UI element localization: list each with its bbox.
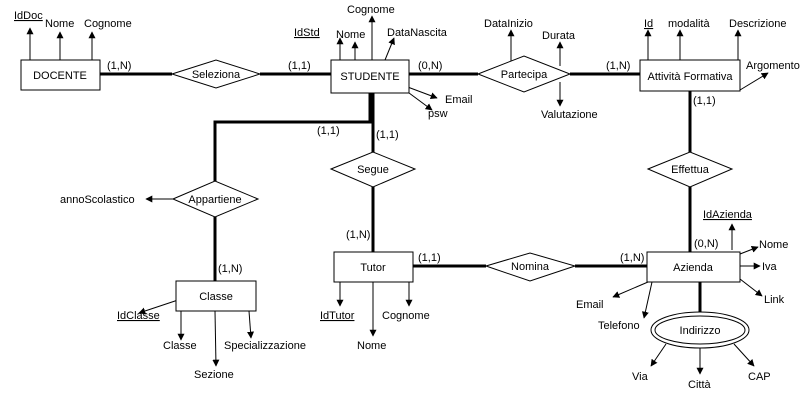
attr-line-datanascita [384, 37, 395, 61]
relationship-nomina: Nomina [484, 252, 577, 282]
attr-argomento: Argomento [746, 60, 800, 72]
relationship-segue-label: Segue [357, 164, 389, 176]
card-tutor-nomina: (1,1) [418, 252, 441, 264]
attr-sezione: Sezione [194, 369, 234, 381]
relationship-nomina-label: Nomina [511, 261, 550, 273]
entity-docente: DOCENTE [20, 59, 101, 91]
attr-durata: Durata [542, 30, 576, 42]
attr-tutor-cognome: Cognome [382, 310, 430, 322]
card-tutor-segue: (1,N) [346, 229, 370, 241]
attr-modalita: modalità [668, 18, 710, 30]
relationship-segue: Segue [329, 151, 417, 188]
attr-datanascita: DataNascita [387, 27, 448, 39]
attr-line-azienda-email [612, 281, 649, 298]
entity-classe-label: Classe [199, 291, 233, 303]
attr-telefono: Telefono [598, 320, 640, 332]
indirizzo-label: Indirizzo [680, 325, 721, 337]
attr-line-via [650, 343, 667, 367]
attr-idclasse: IdClasse [117, 310, 160, 322]
attr-studente-nome: Nome [336, 29, 365, 41]
attr-psw: psw [428, 108, 448, 120]
attr-specializzazione: Specializzazione [224, 340, 306, 352]
entity-tutor: Tutor [333, 251, 414, 283]
entity-classe: Classe [175, 280, 257, 312]
link-studente-appartiene [213, 93, 372, 181]
card-studente-segue: (1,1) [376, 129, 399, 141]
relationship-seleziona-label: Seleziona [192, 69, 241, 81]
attr-line-email [404, 85, 438, 100]
entity-azienda: Azienda [646, 251, 741, 283]
entity-studente-label: STUDENTE [340, 71, 399, 83]
relationship-effettua-label: Effettua [671, 164, 710, 176]
entity-tutor-label: Tutor [360, 262, 386, 274]
attr-line-cap [733, 343, 755, 367]
attr-idstd: IdStd [294, 27, 320, 39]
attr-via: Via [632, 371, 649, 383]
relationship-appartiene: Appartiene [171, 180, 260, 218]
relationship-effettua: Effettua [646, 151, 734, 188]
attr-studente-cognome: Cognome [347, 4, 395, 16]
entity-studente: STUDENTE [330, 59, 410, 94]
attr-cap: CAP [748, 371, 771, 383]
attr-idtutor: IdTutor [320, 310, 355, 322]
attr-id: Id [644, 18, 653, 30]
entity-docente-label: DOCENTE [33, 70, 87, 82]
card-studente-appartiene: (1,1) [317, 125, 340, 137]
attr-idazienda: IdAzienda [703, 209, 753, 221]
relationship-partecipa: Partecipa [476, 55, 572, 93]
card-attivita-effettua: (1,1) [693, 95, 716, 107]
card-attivita-partecipa: (1,N) [606, 60, 630, 72]
attr-tutor-nome: Nome [357, 340, 386, 352]
attr-docente-cognome: Cognome [84, 18, 132, 30]
card-azienda-effettua: (0,N) [694, 238, 718, 250]
attr-valutazione: Valutazione [541, 109, 598, 121]
attr-iddoc: IdDoc [14, 10, 43, 22]
card-classe-appartiene: (1,N) [218, 263, 242, 275]
attr-line-link [739, 278, 763, 297]
attr-docente-nome: Nome [45, 18, 74, 30]
attr-email: Email [445, 94, 473, 106]
attr-annoscolastico: annoScolastico [60, 194, 135, 206]
attr-link: Link [764, 294, 785, 306]
relationship-seleziona: Seleziona [170, 59, 262, 89]
attr-azienda-nome: Nome [759, 239, 788, 251]
attr-iva: Iva [762, 261, 778, 273]
attr-line-telefono [641, 281, 653, 319]
attr-datainizio: DataInizio [484, 18, 533, 30]
attr-line-specializzazione [247, 310, 255, 339]
card-azienda-nomina: (1,N) [620, 252, 644, 264]
relationship-appartiene-label: Appartiene [188, 194, 241, 206]
attr-line-azienda-nome [739, 246, 759, 255]
entity-attivita-label: Attività Formativa [648, 71, 734, 83]
attr-line-sezione [212, 310, 220, 367]
card-docente-seleziona: (1,N) [107, 60, 131, 72]
entity-attivita-formativa: Attività Formativa [639, 59, 741, 92]
attr-classe-classe: Classe [163, 340, 197, 352]
entity-azienda-label: Azienda [673, 262, 714, 274]
card-studente-partecipa: (0,N) [418, 60, 442, 72]
attr-citta: Città [688, 379, 712, 391]
composite-attribute-indirizzo: Indirizzo [650, 311, 750, 349]
attr-line-idclasse [138, 299, 179, 315]
attr-line-argomento [739, 72, 769, 91]
relationship-partecipa-label: Partecipa [501, 69, 548, 81]
attr-azienda-email: Email [576, 299, 604, 311]
attr-descrizione: Descrizione [729, 18, 786, 30]
card-studente-seleziona: (1,1) [288, 60, 311, 72]
